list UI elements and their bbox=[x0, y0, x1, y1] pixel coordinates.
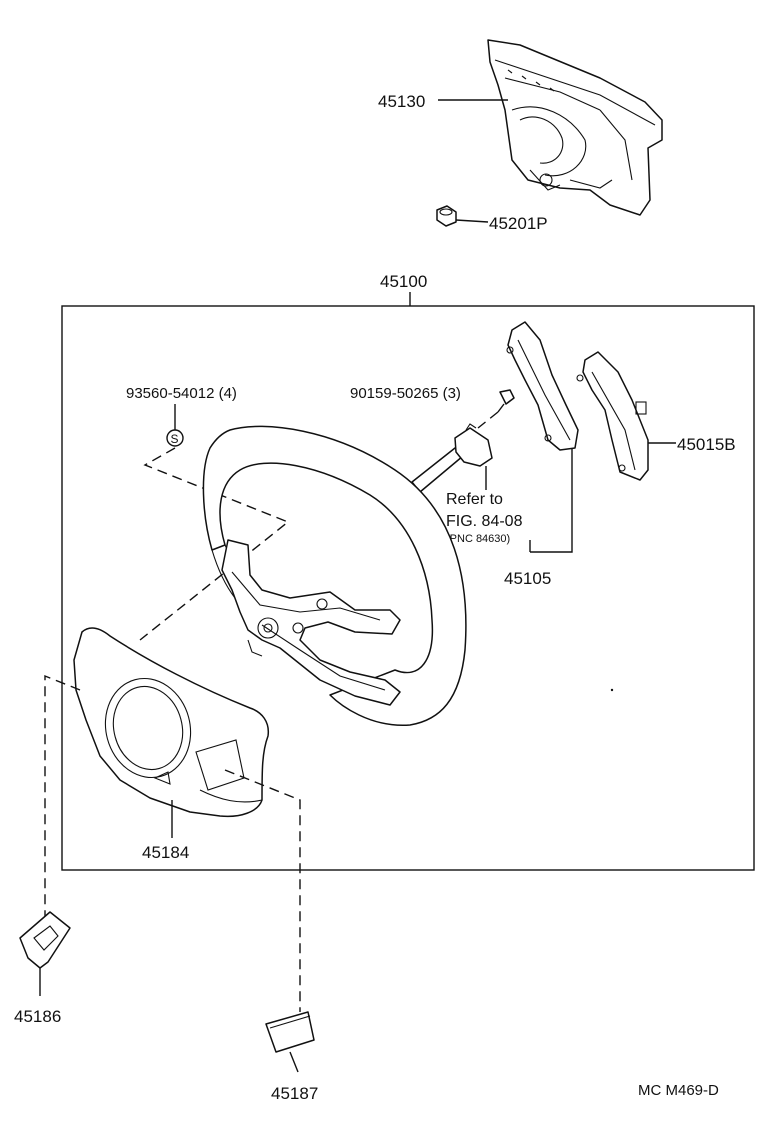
dashed-path-45186 bbox=[44, 674, 81, 920]
steering-wheel bbox=[202, 425, 467, 726]
dashed-screw-path bbox=[139, 447, 290, 641]
label-45015B: 45015B bbox=[677, 435, 736, 454]
refer-fig-text: FIG. 84-08 bbox=[446, 513, 523, 530]
label-45105: 45105 bbox=[504, 569, 551, 588]
figure-code: MC M469-D bbox=[638, 1082, 719, 1099]
cover-45187 bbox=[265, 1011, 315, 1053]
nut-45201P bbox=[436, 205, 457, 227]
refer-to-text: Refer to bbox=[446, 491, 503, 508]
speck-dot bbox=[610, 688, 614, 692]
bracket-45105 bbox=[529, 448, 573, 553]
label-90159-50265: 90159-50265 (3) bbox=[350, 385, 461, 402]
label-45187: 45187 bbox=[271, 1084, 318, 1103]
label-93560-54012: 93560-54012 (4) bbox=[126, 385, 237, 402]
s-mark-label: S bbox=[171, 432, 179, 446]
cover-45186 bbox=[19, 911, 71, 969]
leader-45201P bbox=[455, 219, 489, 223]
lower-cover-45184 bbox=[73, 627, 270, 818]
switch-45105 bbox=[506, 321, 579, 451]
s-mark-circle bbox=[166, 429, 184, 447]
label-45100: 45100 bbox=[380, 272, 427, 291]
leader-45187 bbox=[289, 1051, 299, 1073]
airbag-pad-45130 bbox=[487, 39, 663, 216]
label-45130: 45130 bbox=[378, 92, 425, 111]
screw-90159-50265 bbox=[497, 389, 515, 413]
label-45201P: 45201P bbox=[489, 214, 548, 233]
refer-pnc-text: (PNC 84630) bbox=[446, 533, 510, 545]
label-45186: 45186 bbox=[14, 1007, 61, 1026]
dashed-path-45187 bbox=[224, 769, 301, 1012]
stalk-switch bbox=[411, 423, 493, 493]
label-45184: 45184 bbox=[142, 843, 189, 862]
dashed-screw-path-2 bbox=[477, 411, 499, 429]
assembly-frame-45100 bbox=[61, 305, 755, 871]
switch-45015B bbox=[576, 351, 649, 481]
